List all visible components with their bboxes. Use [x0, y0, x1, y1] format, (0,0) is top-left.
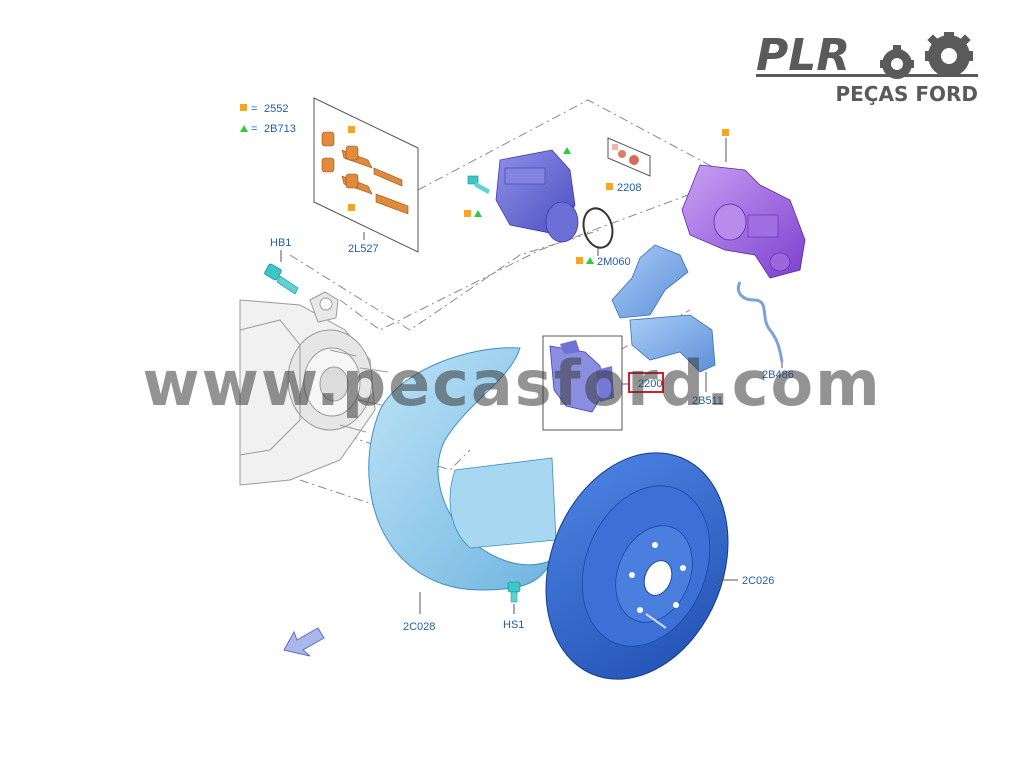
square-marker-icon — [348, 204, 355, 211]
gear-icon — [880, 32, 973, 79]
legend-equals-1: = — [251, 103, 257, 115]
direction-arrow-icon — [283, 627, 325, 657]
legend-triangle-code: 2B713 — [264, 123, 296, 135]
brake-caliper — [681, 129, 806, 279]
part-label-hs1[interactable]: HS1 — [503, 619, 524, 631]
part-label-2m060[interactable]: 2M060 — [597, 256, 631, 268]
bolt-hb1: HB1 — [264, 237, 299, 295]
pin-kit-box: 2L527 — [313, 97, 419, 255]
logo-tagline: PEÇAS FORD — [835, 82, 978, 106]
brake-hose: 2B486 — [736, 281, 794, 381]
part-label-hb1[interactable]: HB1 — [270, 237, 291, 249]
part-label-2b511[interactable]: 2B511 — [692, 395, 723, 407]
logo-underline — [756, 74, 978, 77]
brake-pads-box: 2200 — [542, 335, 664, 431]
square-marker-icon — [240, 104, 247, 111]
brake-disc: 2C026 — [545, 452, 774, 680]
motor-bolt — [464, 175, 490, 217]
part-label-2200[interactable]: 2200 — [638, 378, 662, 390]
square-marker-icon — [348, 126, 355, 133]
legend-equals-2: = — [251, 123, 257, 135]
watermark-text: www.pecasford.com — [142, 347, 881, 420]
part-label-2l527[interactable]: 2L527 — [348, 243, 379, 255]
logo-text: PLR — [756, 30, 850, 81]
guide-pin-icon — [321, 131, 409, 215]
bolt-icon — [507, 581, 521, 593]
legend: = 2552 = 2B713 — [240, 103, 296, 135]
square-marker-icon — [576, 257, 583, 264]
brand-logo: PLR PEÇAS FORD — [756, 30, 978, 106]
splash-shield: 2C028 — [368, 347, 557, 633]
part-label-2208[interactable]: 2208 — [617, 182, 641, 194]
seal-ring: 2M060 — [576, 207, 631, 268]
triangle-marker-icon — [240, 125, 248, 132]
bolt-icon — [264, 263, 282, 281]
triangle-marker-icon — [563, 147, 571, 154]
wheel-hub-knuckle — [239, 291, 389, 486]
square-marker-icon — [606, 183, 613, 190]
caliper-motor — [495, 147, 579, 243]
triangle-marker-icon — [474, 210, 482, 217]
part-label-2c028[interactable]: 2C028 — [403, 621, 435, 633]
bolt-hs1: HS1 — [503, 581, 524, 631]
square-marker-icon — [464, 210, 471, 217]
triangle-marker-icon — [586, 257, 594, 264]
square-marker-icon — [722, 129, 729, 136]
highlight-box — [628, 372, 664, 393]
part-label-2c026[interactable]: 2C026 — [742, 575, 774, 587]
legend-square-code: 2552 — [264, 103, 288, 115]
guide-bolt-kit: 2208 — [606, 137, 651, 194]
part-label-2b486[interactable]: 2B486 — [762, 369, 794, 381]
caliper-bracket: 2B511 — [611, 244, 723, 407]
